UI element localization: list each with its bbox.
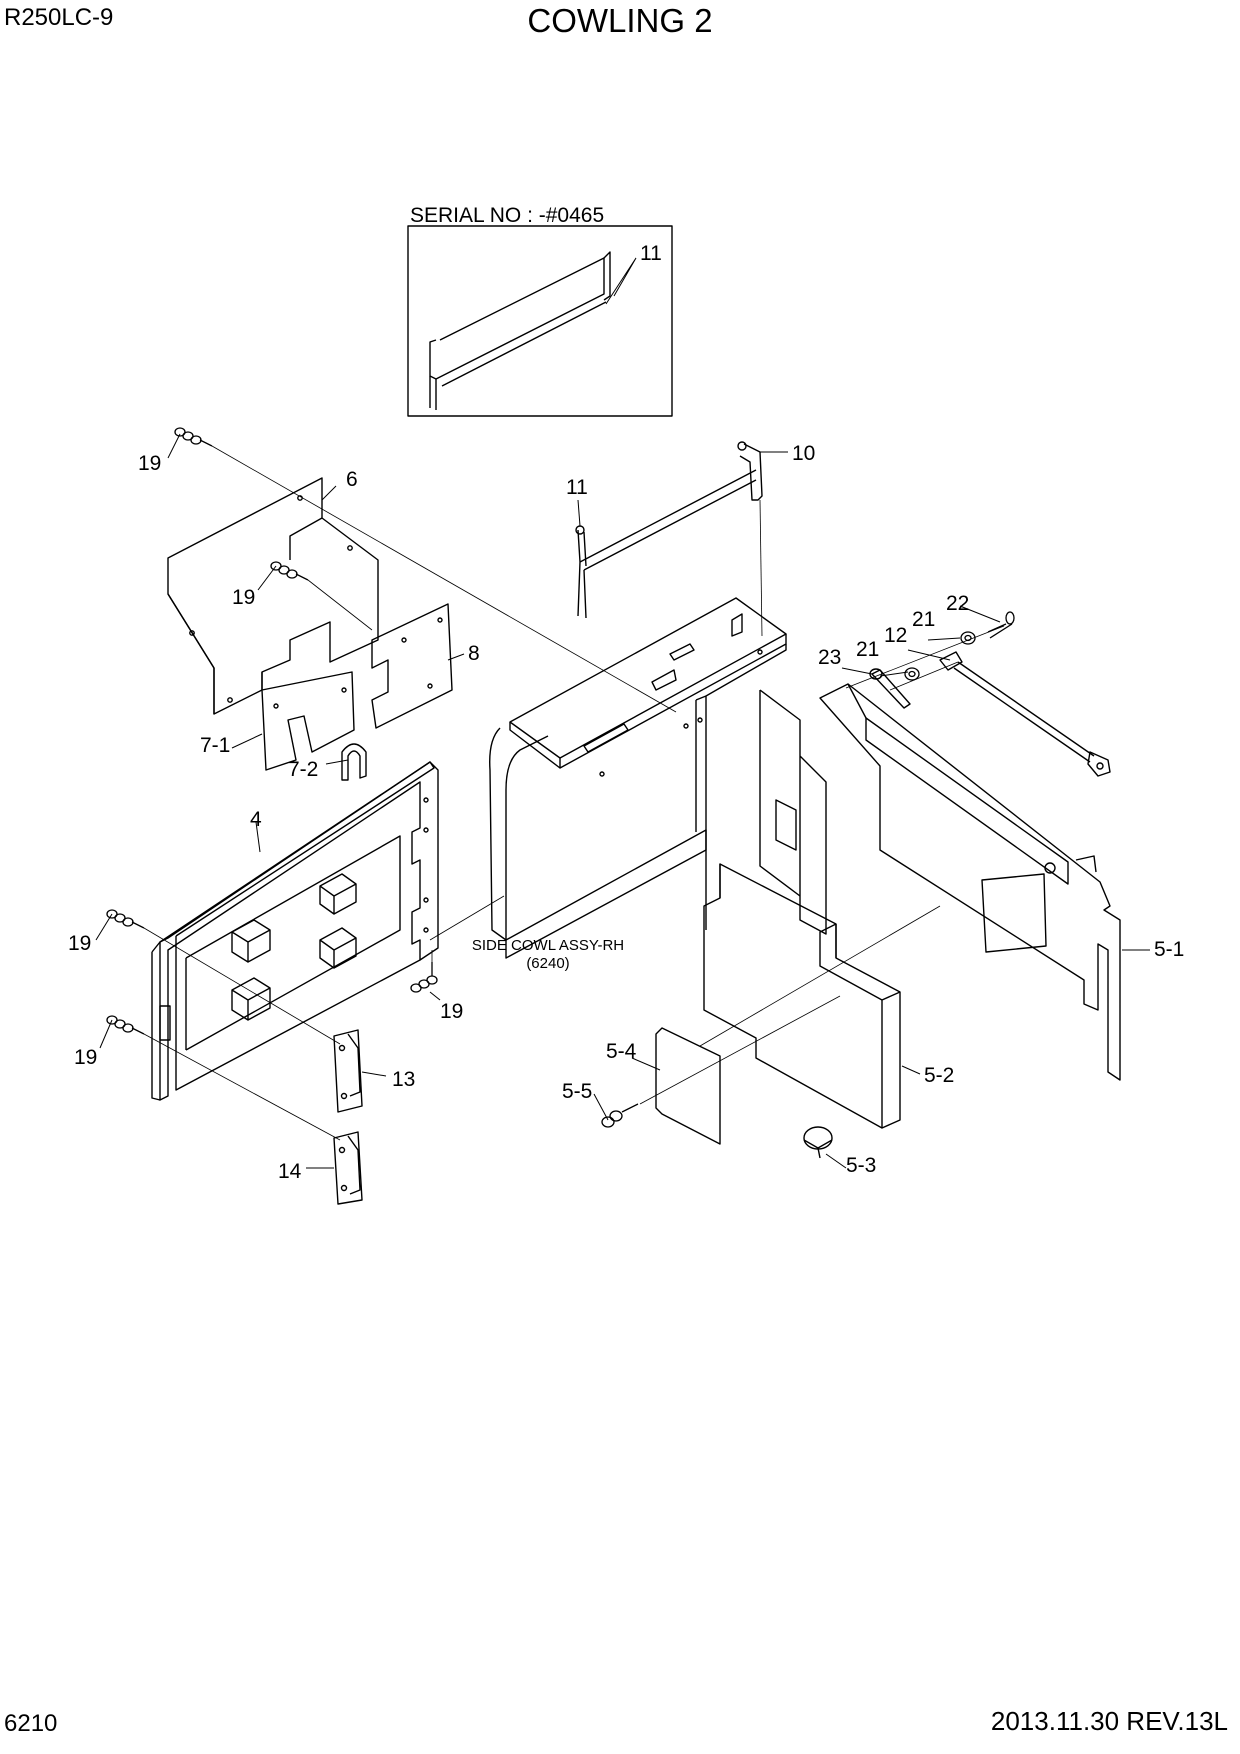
cover-plate-6 [167,477,379,715]
bracket-13 [333,1029,363,1113]
callout-7-2: 7-2 [288,758,318,781]
bolt-19-d [106,1015,145,1035]
callout-10: 10 [792,442,815,465]
bolt-19-c [106,909,145,929]
main-frame [489,597,827,959]
washer-21-b [904,667,920,681]
pin-22 [987,611,1015,639]
callout-8: 8 [468,642,480,665]
callout-19: 19 [74,1046,97,1069]
panel-5-1 [819,683,1121,1081]
callout-5-3: 5-3 [846,1154,876,1177]
u-clip-7-2 [341,743,367,781]
bolt-19-b [270,561,309,581]
leader-lines [95,257,1150,1169]
callout-7-1: 7-1 [200,734,230,757]
callout-5-1: 5-1 [1154,938,1184,961]
grommet-5-3 [803,1126,833,1159]
rod-10 [577,441,763,619]
bolt-19-a [174,427,213,447]
callout-12: 12 [884,624,907,647]
callout-5-5: 5-5 [562,1080,592,1103]
callout-13: 13 [392,1068,415,1091]
callout-21: 21 [856,638,879,661]
bracket-14 [333,1131,363,1205]
callout-23: 23 [818,646,841,669]
plate-7-1 [261,671,355,771]
plate-8 [371,603,453,729]
plate-5-4 [655,1027,721,1145]
callout-19: 19 [440,1000,463,1023]
callout-4: 4 [250,808,262,831]
page-number: 6210 [4,1710,58,1737]
bolts [106,427,1015,1128]
callout-19: 19 [232,586,255,609]
revision-date: 2013.11.30 REV.13L [990,1706,1228,1736]
side-cowl-reference: (6240) [526,955,569,972]
callout-22: 22 [946,592,969,615]
serial-note: SERIAL NO : -#0465 [410,204,604,227]
board-5-2 [703,863,901,1129]
callout-19: 19 [138,452,161,475]
bolt-5-5 [601,1103,639,1128]
side-cowl-label: SIDE COWL ASSY-RH [472,937,624,954]
callout-5-2: 5-2 [924,1064,954,1087]
callout-21: 21 [912,608,935,631]
stay-rod-12 [939,651,1111,777]
callout-11-inset: 11 [640,242,662,265]
assembly-lines [143,445,1005,1141]
callout-11: 11 [566,476,588,499]
callout-14: 14 [278,1160,302,1183]
model-number: R250LC-9 [4,4,114,31]
callout-19: 19 [68,932,91,955]
callout-6: 6 [346,468,358,491]
callout-5-4: 5-4 [606,1040,637,1063]
serial-inset-box [407,225,673,417]
side-panel-4 [151,761,439,1101]
bolt-19-e [410,962,438,993]
page-title: COWLING 2 [527,2,713,39]
